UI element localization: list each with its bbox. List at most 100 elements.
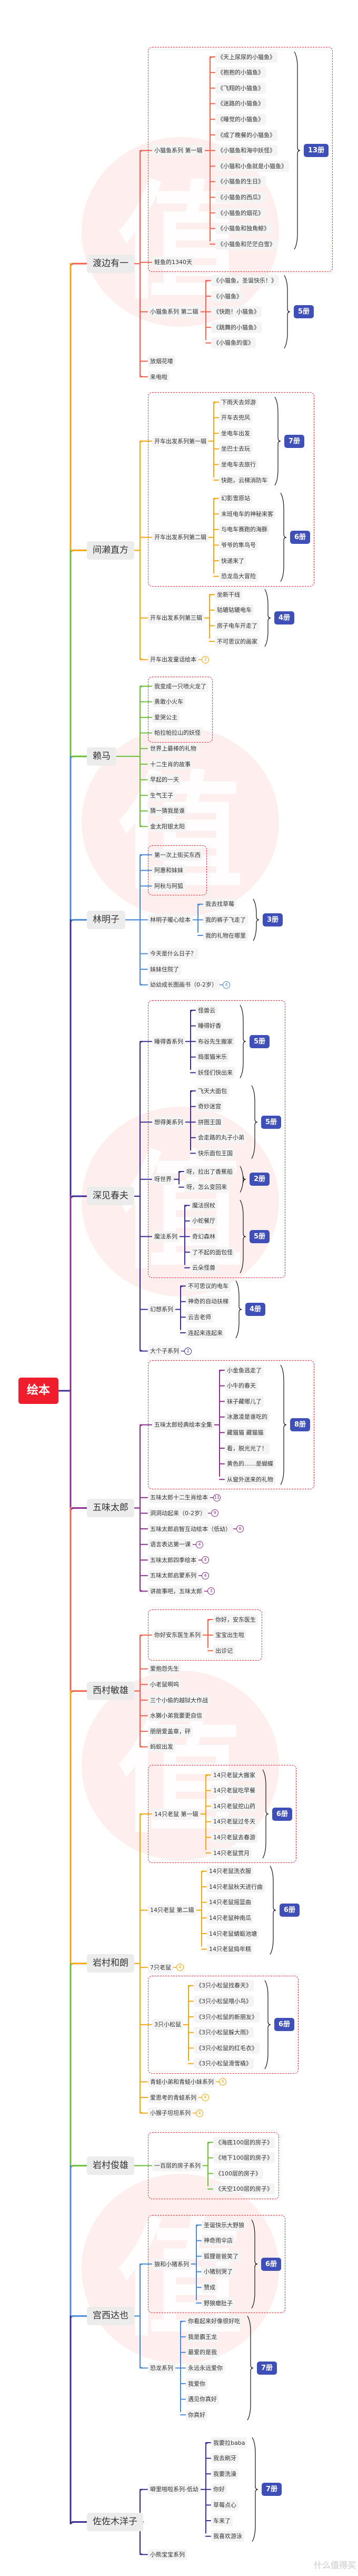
book-title[interactable]: 草莓点心 [211, 2499, 238, 2511]
book-title[interactable]: 捣蛋猫米乐 [196, 1051, 229, 1063]
book-title[interactable]: 我是霸王龙 [186, 2331, 219, 2343]
series-node[interactable]: 猜一猜我是谁 [148, 805, 187, 817]
book-title[interactable]: 奇幻森林 [190, 1231, 217, 1242]
book-title[interactable]: 《3只小松鼠滑雪橇》 [194, 2058, 254, 2070]
author-node[interactable]: 五味太郎 [87, 1499, 134, 1517]
series-node[interactable]: 鲑鱼的1340天 [152, 257, 194, 268]
book-title[interactable]: 你好，安东医生 [213, 1614, 258, 1625]
book-title[interactable]: 《小猫鱼，圣诞快乐！》 [211, 275, 279, 286]
book-title[interactable]: 《3只小松鼠找春天》 [194, 1980, 254, 1992]
series-node[interactable]: 想得美系列 [152, 1116, 185, 1128]
book-title[interactable]: 神奇的自动扶梯 [186, 1296, 231, 1307]
book-title[interactable]: 《3只小松鼠躲大雨》 [194, 2027, 254, 2038]
book-title[interactable]: 魔法拐杖 [190, 1199, 217, 1211]
book-title[interactable]: 快乐面包王国 [196, 1147, 235, 1159]
book-title[interactable]: 14只老鼠挖山药 [211, 1800, 257, 1812]
series-node[interactable]: 小猴子坦坦系列 [148, 2107, 193, 2119]
item-count-badge[interactable]: 11 [213, 1494, 221, 1501]
book-title[interactable]: 会走路的丸子小弟 [196, 1132, 246, 1144]
book-title[interactable]: 《小猫鱼的西瓜》 [215, 191, 266, 203]
book-title[interactable]: 云吉老师 [186, 1311, 213, 1323]
book-title[interactable]: 野狼瘪肚子 [202, 2297, 235, 2309]
book-title[interactable]: 我要洗澡 [211, 2468, 238, 2480]
series-node[interactable]: 青蛙小弟和青蛙小妹系列 [148, 2076, 216, 2087]
book-title[interactable]: 《小猫鱼》 [211, 290, 244, 302]
series-node[interactable]: 金太阳银太阳 [148, 821, 187, 832]
book-title[interactable]: 《迷路的小猫鱼》 [215, 98, 266, 110]
book-title[interactable]: 小蛇餐厅 [190, 1215, 217, 1227]
book-title[interactable]: 不可思议的画家 [215, 636, 260, 647]
item-count-badge[interactable]: 4 [196, 1540, 203, 1548]
series-node[interactable]: 林明子暖心绘本 [148, 914, 193, 925]
series-node[interactable]: 妹妹住院了 [148, 963, 181, 975]
book-title[interactable]: 开车去兜风 [219, 412, 252, 424]
series-node[interactable]: 7只老鼠 [148, 1962, 173, 1973]
book-title[interactable]: 14只老鼠蜻蜓池塘 [207, 1928, 259, 1939]
book-title[interactable]: 《成了晚餐的小猫鱼》 [215, 129, 277, 141]
series-node[interactable]: 蚂蚁出发 [148, 1741, 175, 1753]
series-node[interactable]: 阿惠和妹妹 [152, 865, 185, 876]
book-title[interactable]: 小猪别哭了 [202, 2266, 235, 2278]
book-title[interactable]: 14只老鼠赏月 [211, 1847, 252, 1859]
author-node[interactable]: 佐佐木洋子 [87, 2513, 143, 2531]
series-node[interactable]: 早起的一天 [148, 774, 181, 786]
item-count-badge[interactable]: 2 [184, 1347, 192, 1355]
series-node[interactable]: 开车出发系列第二辑 [152, 532, 208, 543]
series-node[interactable]: 你好安东医生系列 [152, 1629, 203, 1641]
book-title[interactable]: 《3只小松鼠的新朋友》 [194, 2011, 260, 2023]
book-title[interactable]: 我去找草莓 [203, 899, 236, 910]
book-title[interactable]: 14只老鼠秋天进行曲 [207, 1881, 265, 1892]
author-node[interactable]: 西村敏雄 [87, 1682, 134, 1701]
series-node[interactable]: 帕拉帕拉山的妖怪 [152, 727, 203, 739]
book-title[interactable]: 14只老鼠洗衣服 [207, 1866, 253, 1877]
book-title[interactable]: 《小猫鱼的烟花》 [215, 207, 266, 219]
book-title[interactable]: 14只老鼠捣年糕 [207, 1944, 253, 1955]
series-node[interactable]: 十二生肖的故事 [148, 758, 193, 770]
book-title[interactable]: 你真好 [186, 2409, 207, 2421]
book-title[interactable]: 小金鱼逃走了 [225, 1364, 264, 1376]
root-topic[interactable]: 绘本 [18, 1378, 59, 1404]
book-title[interactable]: 《3只小松鼠喂小鸟》 [194, 1995, 254, 2007]
book-title[interactable]: 末班电车的神秘来客 [219, 508, 275, 520]
series-node[interactable]: 五味太郎经典绘本全集 [152, 1419, 214, 1431]
series-node[interactable]: 世界上最棒的礼物 [148, 743, 198, 754]
book-title[interactable]: 永远永远爱你 [186, 2362, 225, 2374]
item-count-badge[interactable]: 4 [202, 2094, 209, 2101]
book-title[interactable]: 《飞翔的小猫鱼》 [215, 82, 266, 94]
book-title[interactable]: 冰激凌是谁吃的 [225, 1411, 270, 1423]
author-node[interactable]: 岩村俊雄 [87, 2156, 134, 2175]
book-title[interactable]: 呀，怎么变回来 [184, 1182, 229, 1193]
item-count-badge[interactable]: 3 [207, 1587, 215, 1595]
book-title[interactable]: 黄色的……是蝴蝶 [225, 1458, 275, 1470]
book-title[interactable]: 《海底100层的房子》 [213, 2136, 275, 2148]
series-node[interactable]: 五味太郎十二生肖绘本 [148, 1492, 210, 1504]
book-title[interactable]: 《快跑！小猫鱼》 [211, 306, 262, 318]
series-node[interactable]: 14只老鼠 第二辑 [148, 1905, 196, 1916]
book-title[interactable]: 了不起的面包怪 [190, 1246, 235, 1258]
book-title[interactable]: 《3只小松鼠的红毛衣》 [194, 2042, 260, 2054]
book-title[interactable]: 不可思议的电车 [186, 1280, 231, 1292]
book-title[interactable]: 神奇雨伞店 [202, 2235, 235, 2247]
series-node[interactable]: 讲故事吧，五味太郎 [148, 1585, 204, 1597]
book-title[interactable]: 布谷先生搬家 [196, 1036, 235, 1047]
book-title[interactable]: 坐巴士去玩 [219, 443, 252, 455]
series-node[interactable]: 我变成一只喷火龙了 [152, 680, 208, 692]
book-title[interactable]: 14只老鼠种南瓜 [207, 1912, 253, 1924]
book-title[interactable]: 遇见你真好 [186, 2394, 219, 2405]
author-node[interactable]: 林明子 [87, 910, 125, 929]
item-count-badge[interactable]: 4 [176, 1964, 184, 1972]
series-node[interactable]: 魔法系列 [152, 1231, 180, 1242]
author-node[interactable]: 岩村和朗 [87, 1954, 134, 1973]
book-title[interactable]: 睡得好香 [196, 1020, 223, 1032]
series-node[interactable]: 睡得香系列 [152, 1036, 185, 1047]
series-node[interactable]: 噼里啪啦系列-低幼 [148, 2484, 201, 2495]
book-title[interactable]: 赞成 [202, 2281, 217, 2293]
item-count-badge[interactable]: 6 [236, 1525, 244, 1533]
book-title[interactable]: 坐新干线 [215, 589, 242, 600]
author-node[interactable]: 间濑直方 [87, 541, 134, 560]
series-node[interactable]: 第一次上街买东西 [152, 849, 203, 861]
series-node[interactable]: 小猫鱼系列 第一辑 [152, 145, 205, 157]
book-title[interactable]: 袜子藏哪儿了 [225, 1396, 264, 1407]
series-node[interactable]: 幻想系列 [148, 1304, 175, 1315]
series-node[interactable]: 放烟花喽 [148, 355, 175, 367]
